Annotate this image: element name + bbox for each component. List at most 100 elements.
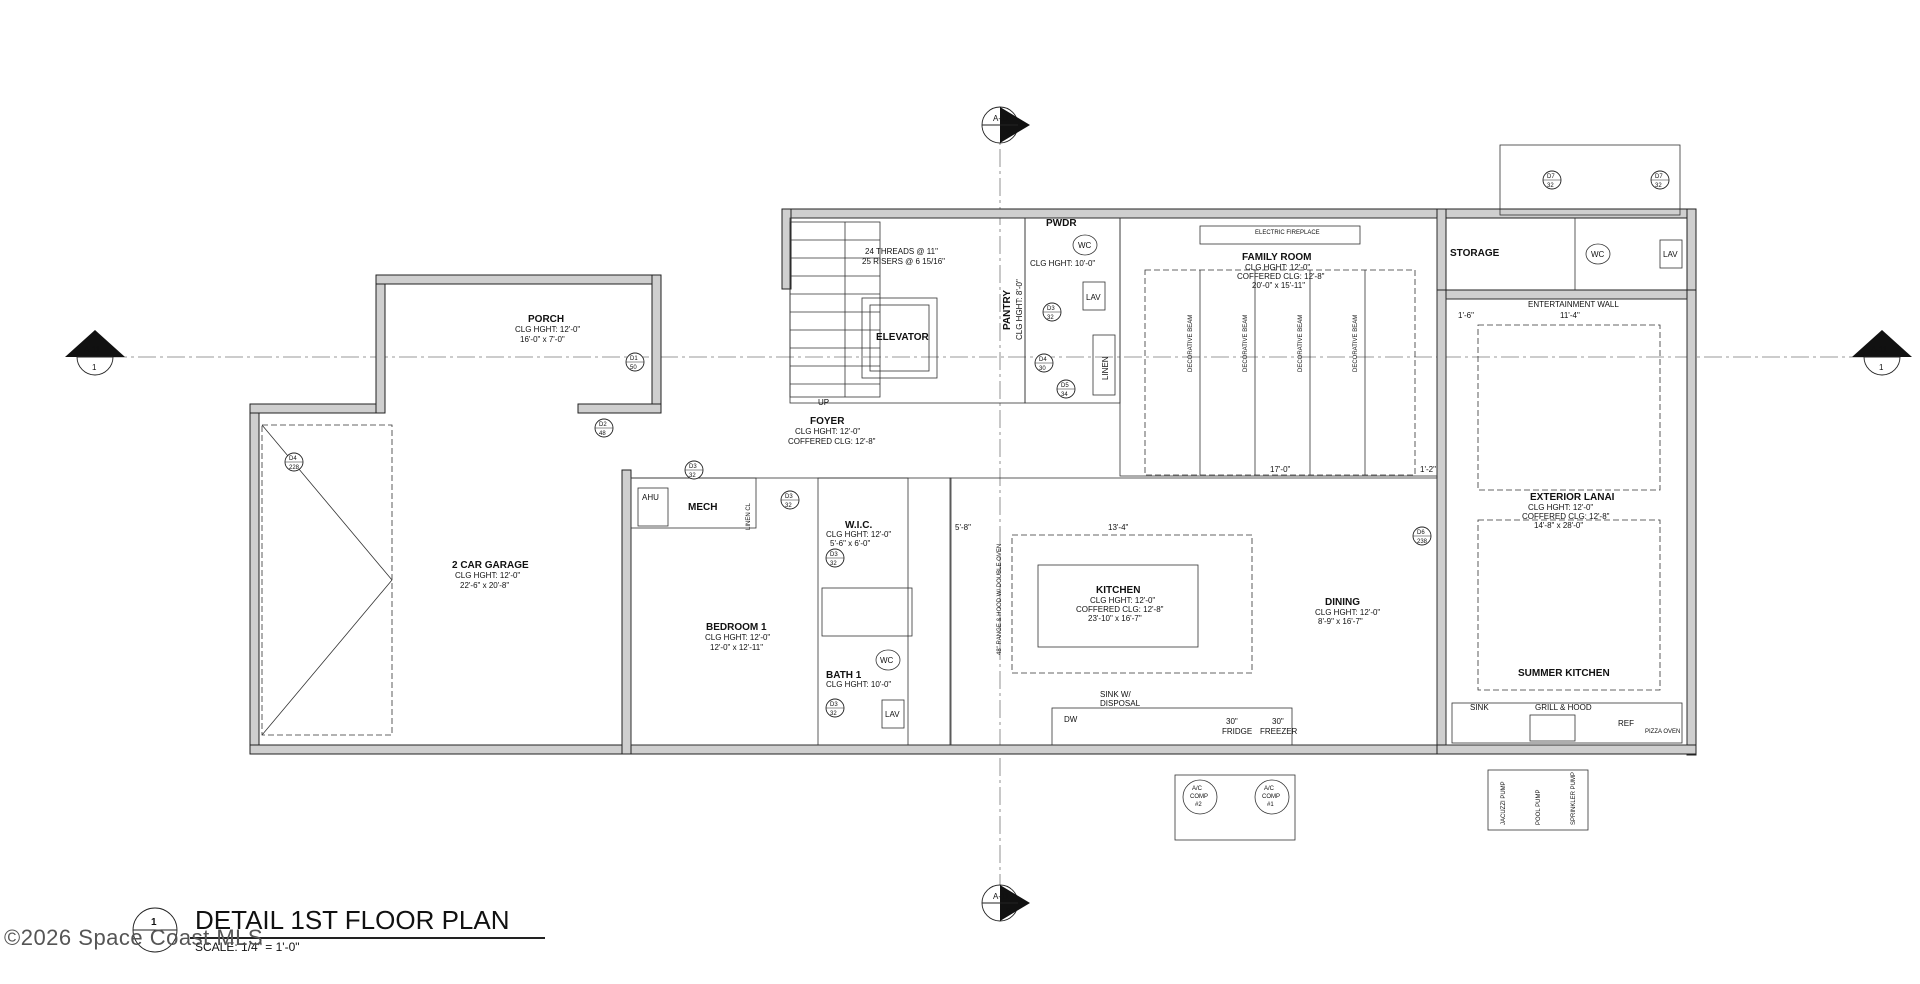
family-room-clg: CLG HGHT: 12'-0"	[1245, 263, 1310, 272]
garage-label: 2 CAR GARAGE	[452, 560, 529, 571]
powder-lav-icon	[1082, 281, 1106, 311]
svg-text:32: 32	[830, 711, 837, 717]
svg-text:D7: D7	[1547, 174, 1555, 180]
bath-label: BATH 1	[826, 670, 862, 681]
mls-watermark: ©2026 Space Coast MLS	[4, 925, 264, 950]
family-side-dim: 1'-2"	[1420, 465, 1436, 474]
exterior-walls	[249, 144, 1697, 756]
dishwasher-label: DW	[1064, 715, 1078, 724]
door-tag[interactable]: D1 50	[625, 352, 645, 372]
ahu-unit[interactable]	[637, 487, 669, 527]
section-marker-top[interactable]: A-11 2	[981, 106, 1030, 144]
powder-clg: CLG HGHT: 10'-0"	[1030, 259, 1095, 268]
svg-text:32: 32	[785, 503, 792, 509]
svg-text:SPRINKLER PUMP: SPRINKLER PUMP	[1571, 772, 1577, 825]
svg-text:32: 32	[1547, 183, 1554, 189]
ac-compressor-2[interactable]: A/C COMP #2	[1174, 774, 1296, 841]
door-tag[interactable]: D7 32	[1542, 170, 1562, 190]
bath-wc-icon	[875, 649, 901, 671]
dining-clg: CLG HGHT: 12'-0"	[1315, 608, 1380, 617]
decorative-beams	[1199, 270, 1366, 475]
section-marker-top-num: 2	[1006, 129, 1011, 138]
pantry-clg: CLG HGHT: 8'-0"	[1015, 279, 1024, 340]
elevator-shaft[interactable]	[861, 297, 938, 379]
drawing-title: DETAIL 1ST FLOOR PLAN	[195, 905, 510, 935]
storage-wc-label: WC	[1591, 250, 1605, 259]
svg-text:COMP: COMP	[1190, 794, 1208, 800]
wic-label: W.I.C.	[845, 520, 872, 531]
bath-lav-icon	[881, 699, 905, 729]
svg-text:228: 228	[289, 465, 300, 471]
pantry-label: PANTRY	[1002, 290, 1013, 330]
section-marker-bottom[interactable]: A-11 2	[981, 884, 1030, 922]
bath-tub-shower[interactable]	[821, 587, 913, 637]
svg-text:POOL PUMP: POOL PUMP	[1536, 790, 1542, 825]
bedroom-size: 12'-0" x 12'-11"	[710, 643, 763, 652]
lanai-left-dim: 1'-6"	[1458, 311, 1474, 320]
svg-text:238: 238	[1417, 539, 1428, 545]
stair-treads[interactable]	[789, 221, 881, 398]
stairs-up-label: UP	[818, 398, 829, 407]
garage-clg: CLG HGHT: 12'-0"	[455, 571, 520, 580]
svg-text:D4: D4	[289, 456, 297, 462]
section-marker-right-num: 1	[1879, 363, 1884, 372]
pool-equipment[interactable]: JACUZZI PUMP POOL PUMP SPRINKLER PUMP	[1487, 769, 1589, 831]
door-tag[interactable]: D3 32	[825, 698, 845, 718]
svg-text:D3: D3	[1047, 306, 1055, 312]
svg-text:D7: D7	[1655, 174, 1663, 180]
kitchen-coffered: COFFERED CLG: 12'-8"	[1076, 605, 1164, 614]
kitchen-label: KITCHEN	[1096, 585, 1140, 596]
dining-size: 8'-9" x 16'-7"	[1318, 617, 1363, 626]
svg-text:48: 48	[599, 431, 606, 437]
storage-label: STORAGE	[1450, 248, 1500, 259]
section-marker-left-sheet: A-11	[84, 345, 101, 354]
kitchen-island[interactable]	[1037, 564, 1199, 648]
kitchen-clg: CLG HGHT: 12'-0"	[1090, 596, 1155, 605]
svg-text:#1: #1	[1267, 802, 1274, 808]
kitchen-sink-label: SINK W/	[1100, 690, 1131, 699]
section-marker-left[interactable]: A-11 1	[65, 330, 125, 376]
entertainment-wall-label: ENTERTAINMENT WALL	[1528, 300, 1619, 309]
family-room-label: FAMILY ROOM	[1242, 252, 1311, 263]
door-tag[interactable]: D4 228	[284, 452, 304, 472]
freezer-width: 30"	[1272, 717, 1284, 726]
section-marker-right[interactable]: A-11 1	[1852, 330, 1912, 376]
mech-label: MECH	[688, 502, 717, 513]
lanai-label: EXTERIOR LANAI	[1530, 492, 1615, 503]
bedroom-label: BEDROOM 1	[706, 622, 767, 633]
fridge-width: 30"	[1226, 717, 1238, 726]
svg-text:D3: D3	[830, 552, 838, 558]
svg-text:A/C: A/C	[1192, 786, 1203, 792]
range-label: 48" RANGE & HOOD W/ DOUBLE OVEN	[997, 544, 1003, 655]
beam-label-1: DECORATIVE BEAM	[1188, 315, 1194, 372]
lanai-top-dim: 11'-4"	[1560, 311, 1580, 320]
kitchen-disposal-label: DISPOSAL	[1100, 699, 1141, 708]
svg-text:50: 50	[630, 365, 637, 371]
linen-closet-label: LINEN CL	[746, 502, 752, 530]
svg-text:34: 34	[1061, 392, 1068, 398]
svg-text:30: 30	[1039, 366, 1046, 372]
beam-label-3: DECORATIVE BEAM	[1298, 315, 1304, 372]
svg-text:D3: D3	[830, 702, 838, 708]
ac-compressor-1[interactable]: A/C COMP #1	[1254, 779, 1290, 815]
lanai-coffer-outline	[1477, 324, 1661, 491]
dining-label: DINING	[1325, 597, 1360, 608]
detail-number: 1	[151, 917, 157, 928]
foyer-label: FOYER	[810, 416, 845, 427]
stairs-risers-label: 25 RISERS @ 6 15/16"	[862, 257, 945, 266]
powder-wc-label: WC	[1078, 241, 1092, 250]
wic-size: 5'-6" x 6'-0"	[830, 539, 870, 548]
svg-text:D1: D1	[630, 356, 638, 362]
kitchen-coffer-outline	[1011, 534, 1253, 674]
garage-size: 22'-6" x 20'-8"	[460, 581, 509, 590]
section-marker-right-sheet: A-11	[1871, 345, 1888, 354]
